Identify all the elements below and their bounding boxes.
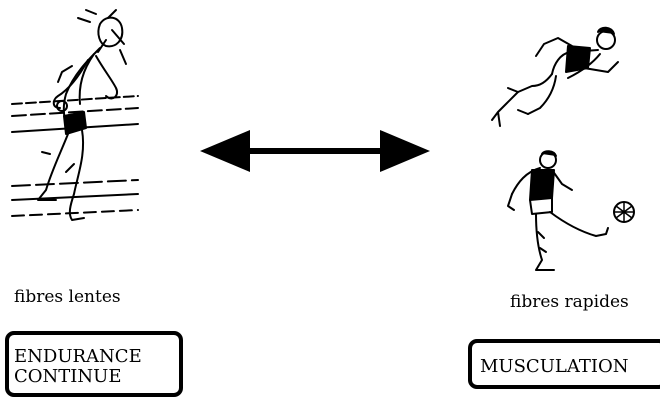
musculation-box: MUSCULATION bbox=[468, 339, 660, 389]
caption-fast-fibers: fibres rapides bbox=[510, 292, 629, 312]
caption-slow-fibers: fibres lentes bbox=[14, 287, 121, 307]
sprinter-icon bbox=[491, 26, 619, 127]
musculation-box-label: MUSCULATION bbox=[480, 356, 629, 377]
soccer-ball-icon bbox=[613, 201, 635, 223]
football-kicker-icon bbox=[507, 150, 635, 271]
double-headed-arrow-icon bbox=[200, 130, 430, 172]
endurance-box-line-2: CONTINUE bbox=[14, 366, 122, 387]
endurance-box-line-1: ENDURANCE bbox=[14, 346, 142, 367]
exhausted-runner-icon bbox=[11, 9, 139, 221]
endurance-box: ENDURANCE CONTINUE bbox=[5, 331, 183, 397]
